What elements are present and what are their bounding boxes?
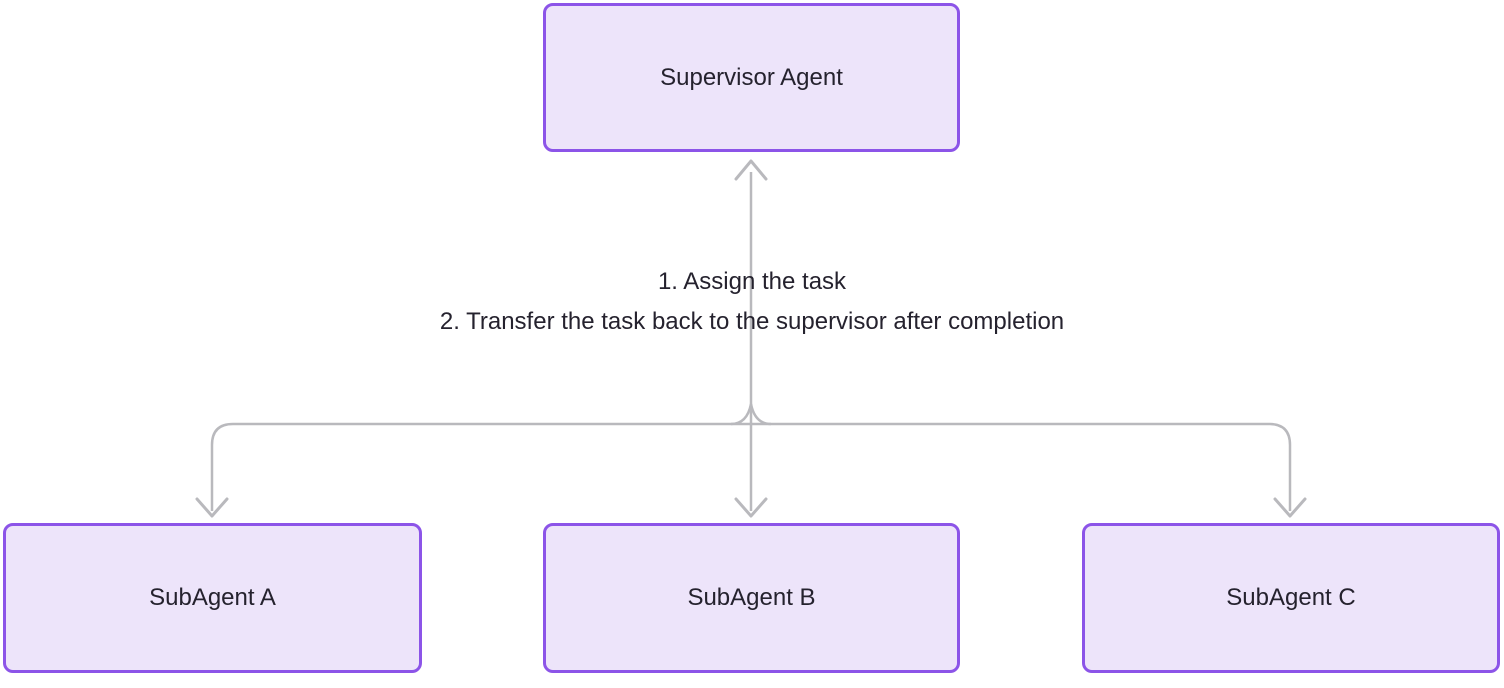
node-subagent-c: SubAgent C [1082, 523, 1500, 673]
node-subagent-c-label: SubAgent C [1226, 584, 1356, 611]
arrowhead-down-subagent-a [195, 497, 229, 518]
node-subagent-a-label: SubAgent A [149, 584, 276, 611]
edge-junction-fillet-left [730, 403, 753, 426]
node-supervisor-agent: Supervisor Agent [543, 3, 960, 152]
arrowhead-down-subagent-c [1273, 497, 1307, 518]
arrowhead-up-supervisor [734, 159, 768, 181]
edge-junction-fillet-right [749, 403, 772, 426]
edge-branch-rail [210, 422, 1292, 511]
node-subagent-b-label: SubAgent B [687, 584, 816, 611]
node-supervisor-label: Supervisor Agent [660, 63, 843, 91]
edge-label-line-2: 2. Transfer the task back to the supervi… [439, 308, 1065, 335]
node-subagent-b: SubAgent B [543, 523, 960, 673]
edge-label: 1. Assign the task 2. Transfer the task … [0, 262, 1504, 342]
edge-label-line-1: 1. Assign the task [657, 268, 847, 295]
node-subagent-a: SubAgent A [3, 523, 422, 673]
arrowhead-down-subagent-b [734, 497, 768, 518]
